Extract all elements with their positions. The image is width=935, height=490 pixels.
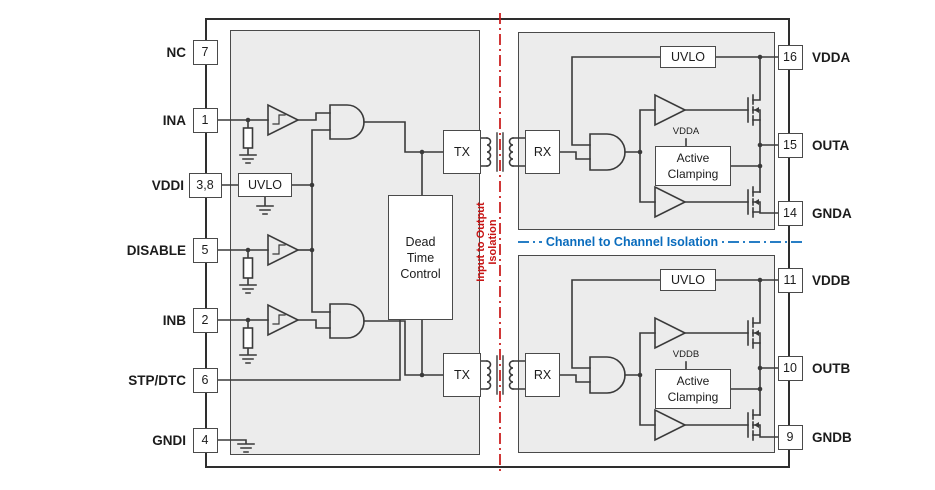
and-gate-b-left [329,303,365,339]
pin-box-nc: 7 [192,39,218,65]
pin-box-gndb: 9 [777,424,803,450]
rx-a-out-wire [559,151,591,160]
pin-label-disable: DISABLE [126,242,186,258]
clamp-line: Clamping [667,167,719,181]
pin-box-gndi: 4 [192,427,218,453]
mosfet-a-low [747,186,781,218]
pin-label-vddi: VDDI [151,177,184,193]
rx-a-box: RX [525,130,560,174]
channel-b-panel [518,255,775,453]
pin-box-ina: 1 [192,107,218,133]
tx-a-box: TX [443,130,481,174]
driver-b-low-buffer [654,408,687,442]
gndi-ground-symbol [217,439,255,453]
and-gate-a-left [329,104,365,140]
channel-a-panel [518,32,775,230]
stp-dtc-wire [217,319,401,381]
pin-label-ina: INA [162,112,186,128]
vddb-tap-label: VDDB [672,349,700,360]
pin-box-outa: 15 [777,132,803,158]
pin-box-vddb: 11 [777,267,803,293]
and-gate-a-right [589,133,626,171]
pin-box-disable: 5 [192,237,218,263]
uvlo-ground-symbol [256,196,274,215]
vdda-tap-label: VDDA [672,126,700,137]
inb-pulldown-resistor [242,327,254,349]
out-a-wires [730,144,781,167]
ina-schmitt-buffer [267,103,300,137]
pin-box-outb: 10 [777,355,803,381]
driver-a-gate-wires [684,109,749,203]
clamp-line: Active [676,374,710,388]
mosfet-b-high [747,279,761,349]
channel-isolation-label: Channel to Channel Isolation [542,234,722,250]
driver-a-high-buffer [654,93,687,127]
dtc-line: Control [400,266,441,281]
pin-label-inb: INB [162,312,186,328]
active-clamping-b-box: Active Clamping [655,369,731,409]
pin-box-gnda: 14 [777,200,803,226]
dead-time-control-box: Dead Time Control [388,195,453,320]
dtc-line: Time [406,250,435,265]
clamp-line: Active [676,151,710,165]
pin-label-gnda: GNDA [812,205,852,221]
uvlo-input-box: UVLO [238,173,292,197]
active-clamping-a-box: Active Clamping [655,146,731,186]
driver-b-high-buffer [654,316,687,350]
transformer-b [480,355,526,395]
pin-label-nc: NC [166,44,187,60]
pin-label-stp-dtc: STP/DTC [128,372,186,388]
driver-b-gate-wires [684,332,749,426]
ina-pulldown-resistor [242,127,254,149]
inb-schmitt-buffer [267,303,300,337]
uvlo-b-to-and-wire [571,279,661,369]
and-gate-b-right [589,356,626,394]
dtc-line: Dead [405,234,436,249]
disable-pulldown-resistor [242,257,254,279]
enable-rail-wire [311,129,331,313]
pin-box-stp-dtc: 6 [192,367,218,393]
uvlo-a-to-and-wire [571,56,661,146]
tx-b-box: TX [443,353,481,397]
and-a-to-tx-wire [363,121,444,153]
iso-label-line: Isolation [487,219,499,265]
inb-input-wire [217,319,269,364]
pin-label-gndi: GNDI [152,432,186,448]
rx-b-out-wire [559,374,591,383]
ina-to-and-wire [297,112,331,121]
and-b-to-tx-wire [363,320,444,376]
pin-label-outb: OUTB [812,360,851,376]
iso-label-line: Input to Output [475,202,487,282]
driver-a-input-wires [624,109,656,203]
uvlo-b-box: UVLO [660,269,716,291]
pin-box-vdda: 16 [777,44,803,70]
rx-b-box: RX [525,353,560,397]
junction-dots [245,54,763,428]
pin-label-gndb: GNDB [812,429,852,445]
disable-input-wire [217,249,269,294]
transformer-a [480,132,526,172]
input-output-isolation-label: Input to Output Isolation [475,182,499,302]
pin-box-inb: 2 [192,307,218,333]
disable-buffer [267,233,300,267]
pin-label-vdda: VDDA [812,49,851,65]
inb-to-and-wire [297,319,331,329]
ina-input-wire [217,119,269,164]
mosfet-b-low [747,409,781,441]
driver-a-low-buffer [654,185,687,219]
mosfet-a-high [747,56,761,126]
pin-label-outa: OUTA [812,137,850,153]
clamp-line: Clamping [667,390,719,404]
out-b-wires [730,367,781,390]
pin-box-vddi: 3,8 [188,172,222,198]
pin-label-vddb: VDDB [812,272,851,288]
uvlo-a-box: UVLO [660,46,716,68]
driver-b-input-wires [624,332,656,426]
